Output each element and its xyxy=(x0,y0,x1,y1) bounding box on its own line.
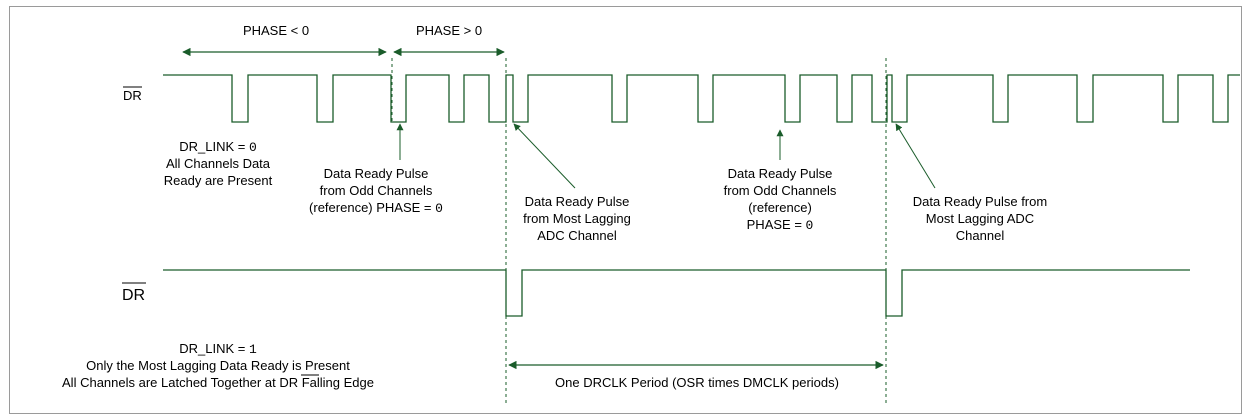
lagging-1-annotation: Data Ready Pulse from Most Lagging ADC C… xyxy=(523,194,631,243)
dr-signal-label-bottom: DR xyxy=(122,287,145,304)
period-label: One DRCLK Period (OSR times DMCLK period… xyxy=(555,375,839,390)
odd-ref-1-line1: Data Ready Pulse xyxy=(324,166,429,181)
lagging-1-line3: ADC Channel xyxy=(537,228,617,243)
pointer-lagging-2 xyxy=(895,123,936,189)
odd-ref-2-annotation: Data Ready Pulse from Odd Channels (refe… xyxy=(724,166,837,233)
phase-positive-label: PHASE > 0 xyxy=(416,23,482,38)
link1-annotation: DR_LINK = 1 Only the Most Lagging Data R… xyxy=(62,341,374,390)
dr-waveform-link1 xyxy=(163,269,1190,317)
odd-ref-1-line3: (reference) PHASE = 0 xyxy=(309,200,443,216)
odd-ref-1-annotation: Data Ready Pulse from Odd Channels (refe… xyxy=(309,166,443,216)
link0-line2: All Channels Data xyxy=(166,156,271,171)
dr-signal-label-top: DR xyxy=(123,88,142,103)
odd-ref-2-line4: PHASE = 0 xyxy=(747,217,814,233)
lagging-2-annotation: Data Ready Pulse from Most Lagging ADC C… xyxy=(913,194,1047,243)
odd-ref-2-line3: (reference) xyxy=(748,200,812,215)
diagram-frame xyxy=(9,6,1242,414)
link1-line2: Only the Most Lagging Data Ready is Pres… xyxy=(86,358,350,373)
lagging-2-line2: Most Lagging ADC xyxy=(926,211,1034,226)
odd-ref-2-line2: from Odd Channels xyxy=(724,183,837,198)
link0-line1: DR_LINK = 0 xyxy=(179,139,257,155)
link0-annotation: DR_LINK = 0 All Channels Data Ready are … xyxy=(164,139,273,188)
lagging-1-line2: from Most Lagging xyxy=(523,211,631,226)
lagging-2-line3: Channel xyxy=(956,228,1005,243)
lagging-1-line1: Data Ready Pulse xyxy=(525,194,630,209)
lagging-2-line1: Data Ready Pulse from xyxy=(913,194,1047,209)
link1-line1: DR_LINK = 1 xyxy=(179,341,257,357)
odd-ref-1-line2: from Odd Channels xyxy=(320,183,433,198)
link1-line3: All Channels are Latched Together at DR … xyxy=(62,375,374,390)
link0-line3: Ready are Present xyxy=(164,173,273,188)
pointer-arrows xyxy=(396,123,936,189)
odd-ref-2-line1: Data Ready Pulse xyxy=(728,166,833,181)
pointer-lagging-1 xyxy=(513,123,576,189)
period-guides xyxy=(391,58,887,406)
dr-waveform-link0 xyxy=(163,74,1240,123)
phase-negative-label: PHASE < 0 xyxy=(243,23,309,38)
